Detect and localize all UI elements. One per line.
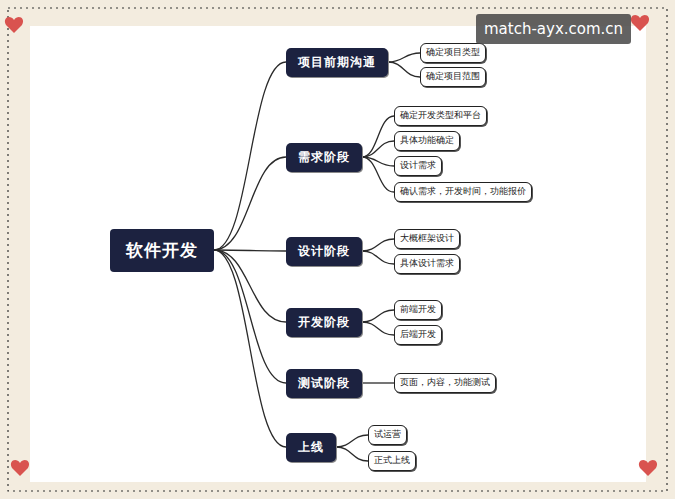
branch-connector	[362, 310, 394, 322]
heart	[5, 17, 23, 33]
heart	[631, 15, 649, 31]
node-text: 测试阶段	[298, 375, 350, 392]
node-text: 具体设计需求	[400, 258, 454, 270]
branch-connector	[362, 157, 394, 192]
node-text: 大概框架设计	[400, 233, 454, 245]
item-box: 大概框架设计	[394, 229, 460, 249]
item-box: 正式上线	[368, 451, 416, 471]
node-text: 试运营	[374, 429, 401, 441]
stage-box: 上线	[286, 433, 336, 462]
stage-box: 设计阶段	[286, 237, 362, 266]
item-box: 具体设计需求	[394, 254, 460, 274]
branch-connector	[362, 239, 394, 251]
node-text: 确认需求，开发时间，功能报价	[400, 186, 526, 198]
branch-connector	[362, 116, 394, 157]
branch-connector	[362, 251, 394, 264]
node-text: 正式上线	[374, 455, 410, 467]
item-box: 确认需求，开发时间，功能报价	[394, 182, 532, 202]
root-box: 软件开发	[110, 229, 214, 272]
node-text: 开发阶段	[298, 314, 350, 331]
watermark: match-ayx.com.cn	[476, 14, 631, 44]
item-box: 后端开发	[394, 325, 442, 345]
branch-connector	[214, 250, 286, 251]
item-box: 页面，内容，功能测试	[394, 373, 496, 393]
branch-connector	[362, 322, 394, 335]
node-text: 页面，内容，功能测试	[400, 377, 490, 389]
heart	[11, 460, 29, 476]
item-box: 具体功能确定	[394, 131, 460, 151]
stage-box: 开发阶段	[286, 308, 362, 337]
branch-connector	[362, 141, 394, 157]
item-box: 确定开发类型和平台	[394, 106, 487, 126]
branch-connector	[336, 447, 368, 461]
node-text: 设计需求	[400, 160, 436, 172]
branch-connector	[214, 250, 286, 383]
node-text: 确定项目类型	[426, 47, 480, 59]
node-text: 需求阶段	[298, 149, 350, 166]
heart-decorations	[5, 15, 657, 476]
node-text: 前端开发	[400, 304, 436, 316]
item-box: 设计需求	[394, 156, 442, 176]
node-text: 软件开发	[126, 239, 198, 262]
item-box: 确定项目类型	[420, 43, 486, 63]
node-text: 设计阶段	[298, 243, 350, 260]
node-text: 具体功能确定	[400, 135, 454, 147]
branch-connector	[214, 250, 286, 322]
node-text: 上线	[298, 439, 324, 456]
node-text: 后端开发	[400, 329, 436, 341]
branch-connector	[388, 53, 420, 62]
item-box: 确定项目范围	[420, 67, 486, 87]
branch-connector	[214, 157, 286, 250]
stage-box: 测试阶段	[286, 369, 362, 398]
node-text: 项目前期沟通	[298, 54, 376, 71]
stage-box: 需求阶段	[286, 143, 362, 172]
white-card	[30, 26, 646, 482]
branch-connector	[336, 435, 368, 447]
stage-box: 项目前期沟通	[286, 48, 388, 77]
branch-connector	[362, 382, 394, 383]
dotted-border	[8, 8, 667, 491]
branch-connector	[388, 62, 420, 77]
node-text: 确定开发类型和平台	[400, 110, 481, 122]
heart	[639, 460, 657, 476]
item-box: 试运营	[368, 425, 407, 445]
node-text: 确定项目范围	[426, 71, 480, 83]
branch-connector	[214, 62, 286, 250]
item-box: 前端开发	[394, 300, 442, 320]
branch-connector	[214, 250, 286, 447]
